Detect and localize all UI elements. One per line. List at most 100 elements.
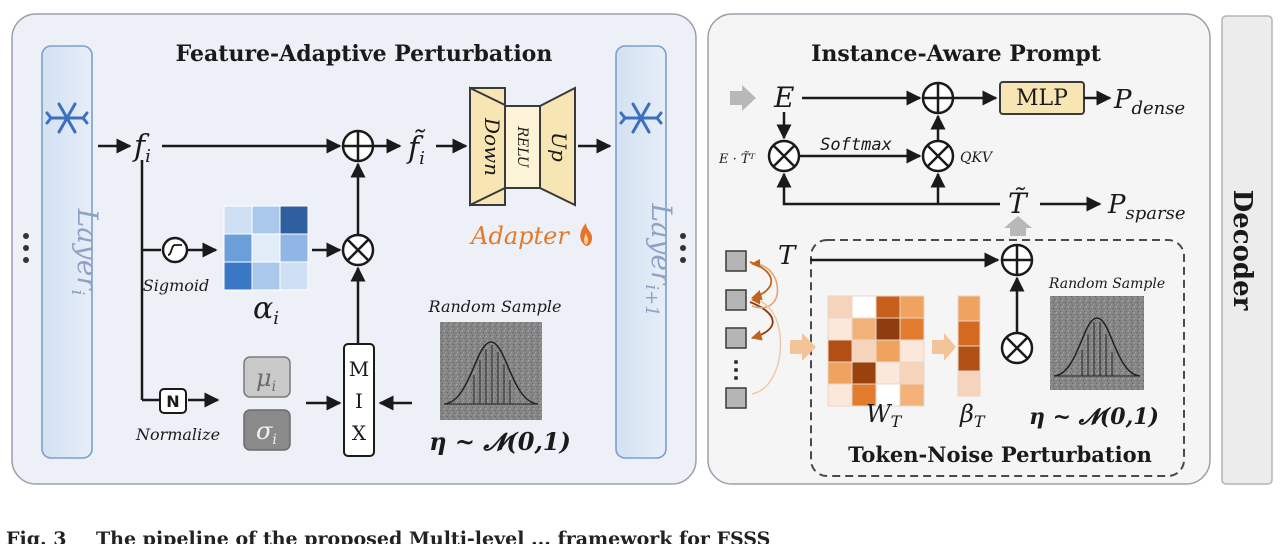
mix-box [343, 343, 375, 457]
e-t-product-label: E · T̃ᵀ [718, 151, 756, 167]
token-dots [734, 360, 738, 380]
w-t-matrix-cell [899, 339, 925, 363]
w-t-matrix-cell [875, 339, 901, 363]
decoder-label: Decoder [1227, 190, 1257, 311]
fire-icon [580, 223, 593, 246]
mu-symbol: μi [256, 364, 276, 395]
t-tilde-symbol: T̃ [1008, 187, 1029, 220]
w-t-matrix-cell [851, 295, 877, 319]
up-arrow-icon [1004, 216, 1032, 236]
mu-box [243, 356, 291, 398]
eta-formula: η ~ 𝓝(0,1) [429, 427, 571, 456]
w-t-matrix-cell [827, 317, 853, 341]
add-operator-icon [1000, 243, 1034, 277]
t-symbol: T [778, 241, 797, 271]
sigma-box [243, 409, 291, 451]
w-t-matrix-cell [851, 361, 877, 385]
input-arrow-icon [730, 85, 756, 111]
p-sparse-symbol: Psparse [1107, 190, 1186, 224]
normalize-label: Normalize [135, 425, 220, 444]
beta-t-vector [957, 295, 981, 397]
beta-t-cell [957, 370, 981, 397]
add-operator-icon [921, 81, 955, 115]
w-t-matrix-cell [875, 361, 901, 385]
layer-i-label: Layeri [67, 208, 104, 296]
ellipsis-mid [680, 233, 686, 263]
qkv-label: QKV [960, 150, 994, 166]
w-t-matrix-cell [875, 317, 901, 341]
ellipsis-left [23, 233, 29, 263]
adapter-up-label: Up [547, 132, 571, 162]
snowflake-icon [45, 102, 89, 134]
normalize-box-label: N [166, 392, 179, 411]
orange-arrow-icon [932, 333, 956, 361]
alpha-matrix-cell [251, 261, 281, 291]
snowflake-icon [619, 102, 663, 134]
add-operator-icon [341, 129, 375, 163]
adapter-relu-label: RELU [514, 125, 530, 168]
alpha-matrix-cell [251, 233, 281, 263]
w-t-matrix-cell [827, 383, 853, 407]
alpha-matrix-cell [223, 261, 253, 291]
mix-letter-m: M [349, 357, 369, 381]
token-column [725, 250, 747, 409]
normalize-box [159, 388, 187, 414]
w-t-matrix-cell [875, 295, 901, 319]
random-sample-label-right: Random Sample [1048, 276, 1165, 292]
multiply-operator-icon [767, 139, 801, 173]
token-link-curve [751, 259, 779, 309]
w-t-matrix [827, 295, 925, 407]
figure-caption: Fig. 3 The pipeline of the proposed Mult… [6, 524, 1276, 544]
mlp-label: MLP [1016, 86, 1068, 111]
layer-i1-block [615, 45, 667, 459]
alpha-matrix-cell [223, 205, 253, 235]
multiply-operator-icon [341, 233, 375, 267]
beta-t-cell [957, 295, 981, 322]
token-noise-title: Token-Noise Perturbation [848, 442, 1152, 467]
w-t-matrix-cell [851, 339, 877, 363]
decoder-block [1221, 15, 1273, 485]
layer-i-block [41, 45, 93, 459]
p-dense-symbol: Pdense [1113, 85, 1185, 119]
gaussian-noise-image [440, 322, 542, 420]
left-panel-title: Feature-Adaptive Perturbation [176, 41, 553, 67]
token-link-curve [751, 295, 782, 395]
multiply-operator-icon [921, 139, 955, 173]
multiply-operator-icon [1000, 331, 1034, 365]
caption-fig-label: Fig. 3 [6, 528, 67, 544]
w-t-matrix-cell [827, 295, 853, 319]
token-link-curve [749, 301, 774, 341]
w-t-matrix-cell [827, 361, 853, 385]
random-sample-label: Random Sample [428, 297, 562, 316]
adapter-label: Adapter [469, 222, 570, 250]
token-noise-box [810, 239, 1185, 477]
adapter-block [469, 86, 576, 207]
caption-text: The pipeline of the proposed Multi-level… [96, 528, 771, 544]
w-t-matrix-cell [899, 383, 925, 407]
w-t-matrix-cell [899, 361, 925, 385]
alpha-symbol: αi [253, 291, 279, 329]
sigmoid-label: Sigmoid [143, 276, 209, 295]
eta-formula-right: η ~ 𝓝(0,1) [1029, 404, 1159, 430]
w-t-matrix-cell [899, 317, 925, 341]
w-t-matrix-cell [827, 339, 853, 363]
alpha-matrix-cell [279, 205, 309, 235]
sigmoid-icon [161, 236, 189, 264]
beta-t-cell [957, 345, 981, 372]
alpha-matrix-cell [251, 205, 281, 235]
adapter-down-label: Down [480, 117, 504, 176]
layer-i1-label: Layeri+1 [641, 202, 678, 316]
w-t-matrix-cell [851, 317, 877, 341]
softmax-label: Softmax [820, 135, 892, 155]
e-symbol: E [773, 81, 794, 114]
alpha-matrix-cell [279, 261, 309, 291]
mix-letter-i: I [355, 389, 363, 413]
w-t-symbol: WT [866, 400, 903, 431]
w-t-matrix-cell [899, 295, 925, 319]
gaussian-noise-image [1050, 296, 1144, 390]
beta-t-cell [957, 320, 981, 347]
alpha-matrix [223, 205, 309, 291]
feedback-line [776, 172, 1000, 206]
right-panel-title: Instance-Aware Prompt [811, 41, 1102, 67]
sigma-symbol: σi [256, 417, 277, 448]
